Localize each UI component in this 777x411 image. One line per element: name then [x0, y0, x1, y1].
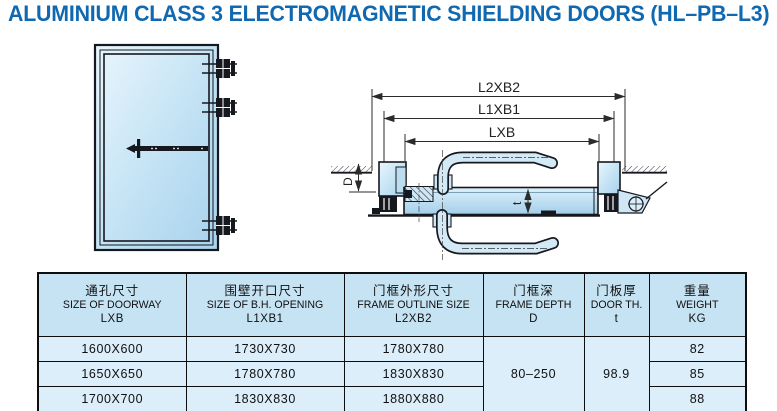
table-row: 1600X600 1730X730 1780X780 80–250 98.9 8… [37, 336, 747, 411]
header-en: FRAME OUTLINE SIZE [357, 299, 470, 311]
dim-l1xb1: L1XB1 [383, 101, 615, 165]
header-sub: L1XB1 [246, 313, 284, 325]
header-en: WEIGHT [676, 299, 719, 311]
cell-frame-outline: 1880X880 [343, 386, 484, 411]
cell-bh-opening: 1780X780 [185, 361, 345, 387]
header-cn: 重量 [683, 284, 711, 298]
header-en: SIZE OF B.H. OPENING [206, 299, 324, 311]
cell-weight: 85 [648, 361, 747, 387]
cell-weight: 88 [648, 386, 747, 411]
header-sub: D [529, 313, 538, 325]
technical-drawings: L2XB2 L1XB1 LXB [93, 43, 668, 260]
dim-label-lxb: LXB [489, 124, 515, 140]
header-en: SIZE OF DOORWAY [62, 299, 162, 311]
header-cn: 门框深 [513, 284, 554, 298]
header-cn: 围壁开口尺寸 [224, 284, 306, 298]
header-cn: 门板厚 [596, 284, 637, 298]
header-sub: t [614, 313, 619, 325]
header-sub: L2XB2 [394, 313, 433, 325]
cell-door-thickness-merged: 98.9 [583, 336, 650, 411]
header-sub: KG [688, 313, 707, 325]
dim-frame-depth: D [341, 163, 376, 193]
header-cn: 门框外形尺寸 [372, 284, 454, 298]
door-handle-icon [126, 139, 208, 158]
page-title: ALUMINIUM CLASS 3 ELECTROMAGNETIC SHIELD… [8, 1, 770, 26]
dim-lxb: LXB [404, 124, 600, 161]
cell-frame-depth-merged: 80–250 [482, 336, 585, 411]
dim-door-thickness: t [510, 188, 532, 214]
latch-mechanism [404, 183, 434, 222]
spec-table: 通孔尺寸 SIZE OF DOORWAY LXB 围壁开口尺寸 SIZE OF … [37, 272, 747, 411]
bulkhead-wall-right [622, 166, 667, 174]
col-header-frame-outline: 门框外形尺寸 FRAME OUTLINE SIZE L2XB2 [343, 272, 484, 337]
col-header-door-thickness: 门板厚 DOOR TH. t [583, 272, 650, 337]
dim-l2xb2: L2XB2 [371, 79, 626, 171]
hinge-middle-icon [202, 98, 237, 117]
cell-frame-outline: 1780X780 [343, 336, 484, 362]
dim-label-l2xb2: L2XB2 [478, 79, 520, 95]
hinge-bottom-icon [202, 216, 237, 235]
bulkhead-wall-left [331, 166, 372, 174]
hinge-top-icon [202, 59, 237, 78]
door-cross-section: L2XB2 L1XB1 LXB [331, 79, 668, 260]
handle-tube-lower [432, 150, 559, 260]
cell-doorway-size: 1700X700 [37, 386, 187, 411]
cell-frame-outline: 1830X830 [343, 361, 484, 387]
cell-bh-opening: 1830X830 [185, 386, 345, 411]
frame-profile-right [597, 161, 621, 212]
col-header-doorway-size: 通孔尺寸 SIZE OF DOORWAY LXB [37, 272, 187, 337]
dim-label-t: t [510, 201, 524, 205]
dim-label-l1xb1: L1XB1 [478, 101, 520, 117]
header-en: DOOR TH. [590, 299, 643, 311]
cell-bh-opening: 1730X730 [185, 336, 345, 362]
frame-profile-left [372, 161, 407, 214]
table-row: 1650X650 1780X780 1830X830 85 [37, 361, 747, 387]
cell-doorway-size: 1650X650 [37, 361, 187, 387]
header-sub: LXB [100, 313, 124, 325]
header-row: 通孔尺寸 SIZE OF DOORWAY LXB 围壁开口尺寸 SIZE OF … [37, 272, 747, 337]
cell-doorway-size: 1600X600 [37, 336, 187, 362]
dim-label-d: D [341, 177, 355, 186]
door-front-view [93, 43, 237, 252]
col-header-weight: 重量 WEIGHT KG [648, 272, 747, 337]
header-en: FRAME DEPTH [495, 299, 572, 311]
header-cn: 通孔尺寸 [85, 284, 140, 298]
door-leaf-section [368, 186, 600, 217]
handle-tube-upper [433, 151, 558, 195]
col-header-bh-opening: 围壁开口尺寸 SIZE OF B.H. OPENING L1XB1 [185, 272, 345, 337]
cell-weight: 82 [648, 336, 747, 362]
col-header-frame-depth: 门框深 FRAME DEPTH D [482, 272, 585, 337]
hinge-pivot-icon [617, 181, 668, 214]
table-row: 1700X700 1830X830 1880X880 88 [37, 386, 747, 411]
